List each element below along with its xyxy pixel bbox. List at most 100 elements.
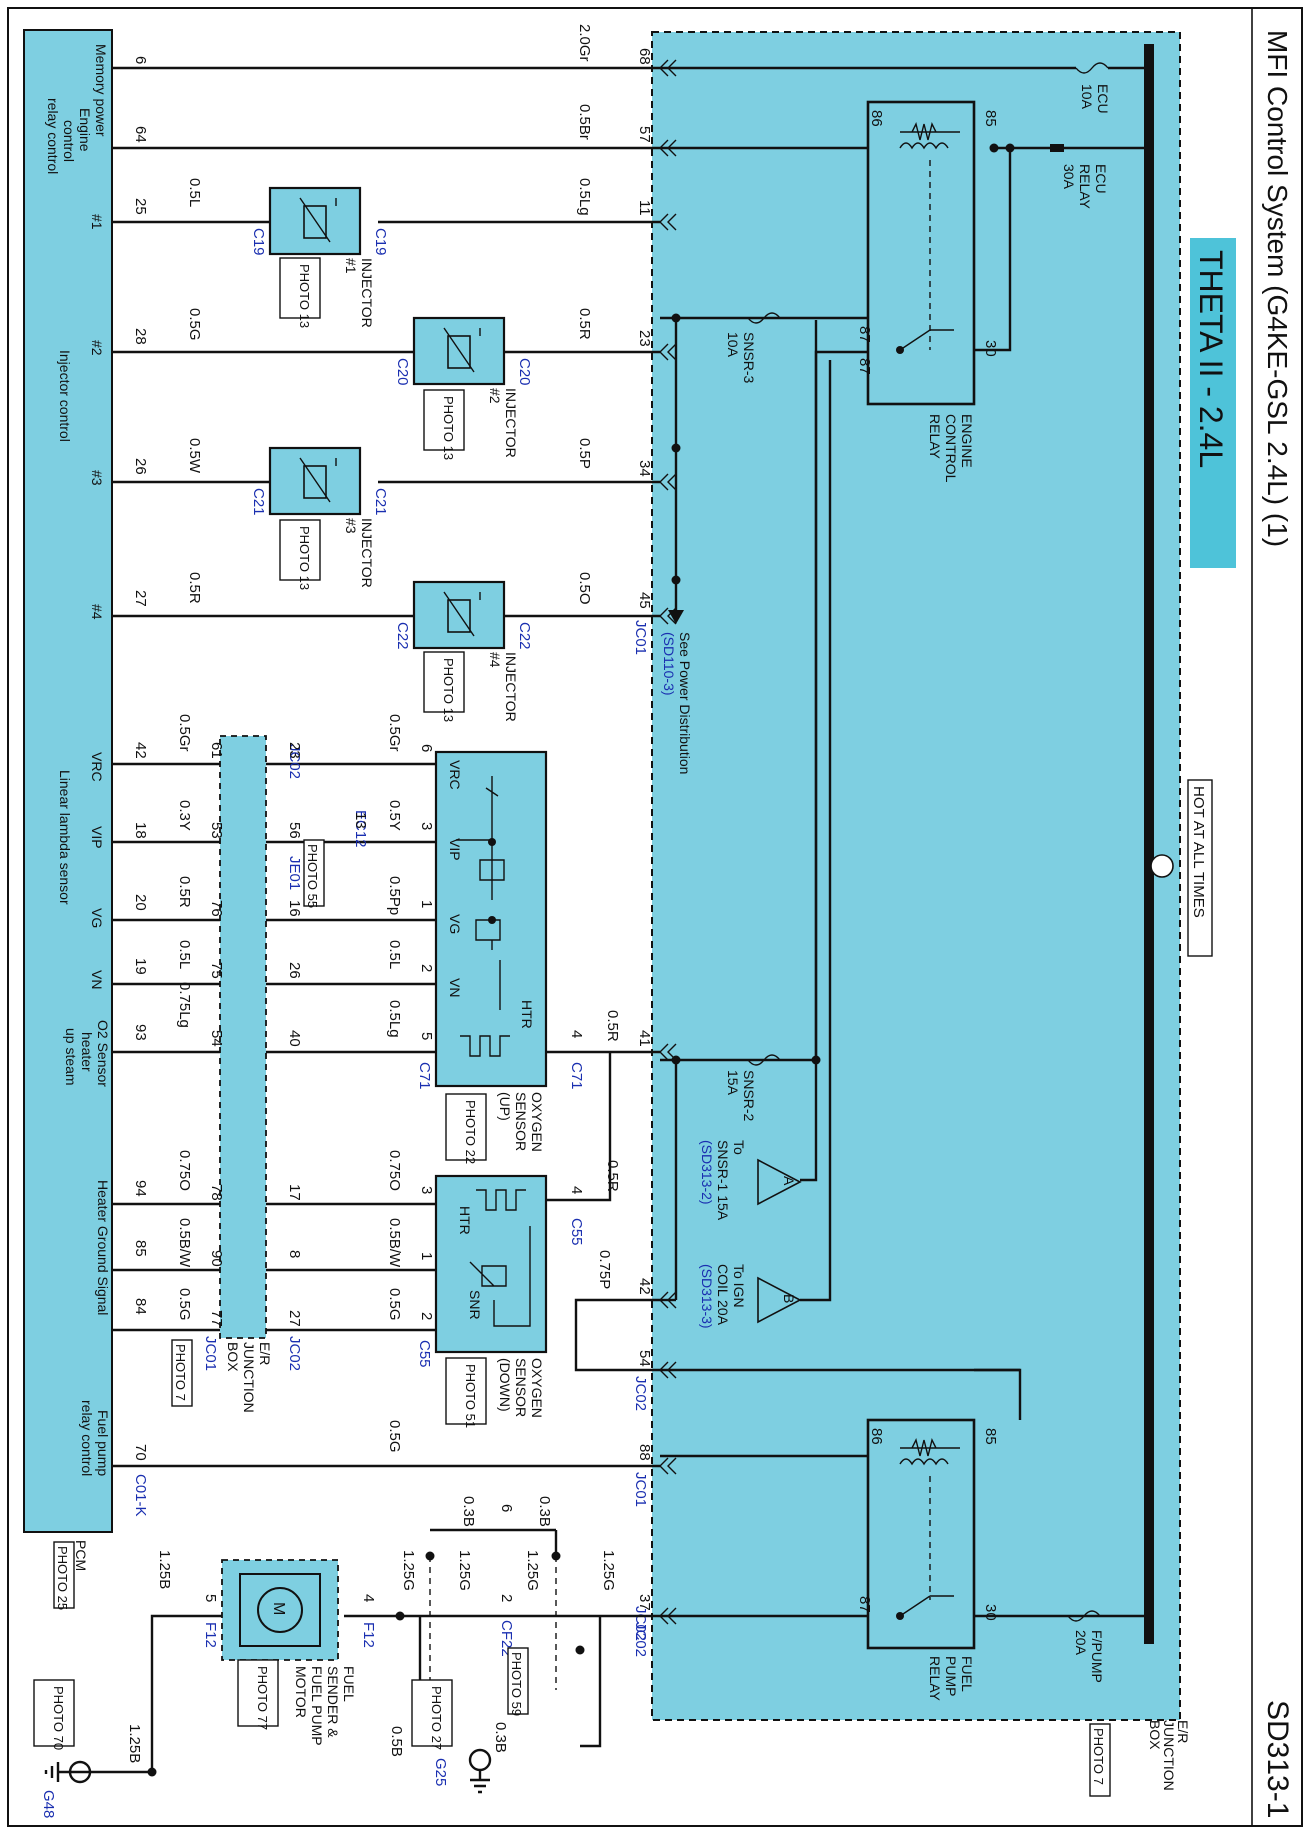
fuel-relay-pin-85: 85 [982, 1428, 999, 1445]
mid-jb-photo-text: PHOTO 7 [173, 1344, 188, 1401]
sensor-up-pin: 1 [418, 900, 435, 908]
pcm-photo [53, 1541, 75, 1609]
pcm-group-engine-2: control [61, 120, 77, 162]
sensor-up-vg: VG [447, 914, 463, 934]
wire-label: 0.5G [386, 1420, 403, 1453]
pcm-group-fuel-1: Fuel pump [95, 1410, 111, 1476]
wire-label: 0.5W [186, 438, 203, 474]
wire-label: 0.5Pp [386, 876, 403, 915]
ecu-fuse-label-1: ECU [1095, 84, 1111, 114]
pcm-pin: 28 [132, 328, 149, 345]
mid-junction-box [219, 735, 267, 1339]
injector-num: #4 [487, 652, 503, 668]
er-connector: JC01 [632, 620, 649, 655]
sensor-down-pin: 4 [568, 1186, 585, 1194]
snsr3-label-2: 10A [725, 332, 741, 358]
ground-g48-icon [44, 1760, 92, 1784]
fuel-wire-label: 1.25B [126, 1724, 143, 1763]
er-box-label-3: BOX [1147, 1720, 1163, 1750]
relay-coil [899, 1458, 949, 1466]
fuel-relay-pin-87: 87 [856, 1596, 873, 1613]
pcm-inj-pin-2: #2 [89, 340, 105, 356]
mid-jb-pin: 40 [286, 1030, 303, 1047]
injector-coil [303, 465, 327, 499]
pcm-group-engine-1: Engine [77, 108, 93, 152]
wire-label: 0.5L [386, 940, 403, 969]
er-connector: JC02 [632, 1376, 649, 1411]
wire-label: 0.5R [576, 308, 593, 340]
wire-label: 0.5G [186, 308, 203, 341]
wire-label: 0.5Lg [386, 1000, 403, 1038]
wire-label: 0.5Br [576, 104, 593, 140]
injector-photo-text: PHOTO 13 [297, 264, 312, 328]
injector-conn: C20 [394, 358, 411, 386]
fuel-relay-pin-30: 30 [982, 1604, 999, 1621]
engine-relay-label-1: ENGINE [959, 414, 975, 468]
relay-pin-87b: 87 [856, 358, 873, 375]
injector-photo [279, 257, 321, 319]
to-b-2: COIL 20A [715, 1264, 731, 1326]
mid-jb-pin: 16 [286, 900, 303, 917]
mid-jb-pin: 53 [208, 822, 225, 839]
injector-4: INJECTOR #4 PHOTO 13 C22 C22 [394, 580, 533, 722]
mid-jb-photo55 [303, 839, 325, 907]
er-box-label-2: JUNCTION [1161, 1720, 1177, 1791]
fuel-wire-label: 0.3B [536, 1496, 553, 1527]
to-b-feed [800, 360, 832, 1302]
photo70-box [33, 1679, 75, 1747]
pcm-group-lambda: Linear lambda sensor [57, 770, 73, 905]
sensor-down-conn: C55 [568, 1218, 585, 1246]
fuel-relay-label-3: RELAY [927, 1656, 943, 1702]
see-power-arrow [668, 610, 684, 624]
relay-pin-86: 86 [868, 110, 885, 127]
sensor-down-pin: 1 [418, 1252, 435, 1260]
ground-g25-icon [468, 1748, 492, 1794]
ecu-relay-label-2: RELAY [1077, 164, 1093, 210]
injector-symbol [299, 197, 337, 243]
ground-g25: G25 [432, 1758, 449, 1786]
mid-jb-pin: 17 [286, 1184, 303, 1201]
hot-label-box [1187, 779, 1213, 957]
mid-jb-pin: 77 [208, 1310, 225, 1327]
to-a-1: To [731, 1140, 747, 1155]
pcm-group-injector: Injector control [57, 350, 73, 442]
injector-conn: C21 [250, 488, 267, 516]
fuel-wire-label: 1.25G [524, 1550, 541, 1591]
injector-num: #2 [487, 388, 503, 404]
mid-jb-pin: 56 [286, 822, 303, 839]
er-pin: 37 [636, 1594, 653, 1611]
junction-dot [395, 1611, 405, 1621]
injector-coil [447, 599, 471, 633]
mid-jb-label-1: E/R [257, 1342, 273, 1365]
junction-dot [671, 575, 681, 585]
injector-symbol [443, 327, 481, 373]
junction-dot [989, 143, 999, 153]
to-a-feed [800, 320, 818, 1182]
mid-jb-label-2: JUNCTION [241, 1342, 257, 1413]
wire-sensor-power [546, 1050, 660, 1202]
fuel-wire-label: 1.25G [600, 1550, 617, 1591]
wire-label: 0.5Gr [176, 714, 193, 752]
relay-resistor [900, 121, 960, 141]
injector-photo-text: PHOTO 13 [441, 396, 456, 460]
fuel-wire-label: 0.3B [460, 1496, 477, 1527]
relay-30-feed [974, 148, 1012, 352]
junction-dot [488, 916, 496, 924]
sensor-up-name-1: OXYGEN [529, 1092, 545, 1152]
snsr2-label-2: 15A [725, 1070, 741, 1096]
injector-photo [423, 651, 465, 713]
mid-jb-pin: 76 [208, 900, 225, 917]
er-connector: JC02 [632, 1606, 649, 1641]
junction-dot [488, 838, 496, 846]
pcm-inj-pin-4: #4 [89, 604, 105, 620]
hot-label: HOT AT ALL TIMES [1190, 786, 1207, 918]
photo59-box [507, 1647, 529, 1715]
mid-jb-conn: JC02 [286, 1336, 303, 1371]
mid-jb-pin: 75 [208, 962, 225, 979]
pcm-pin: 6 [132, 56, 149, 64]
wire-label: 0.3Y [176, 800, 193, 831]
ecu-fuse-label-2: 10A [1079, 84, 1095, 110]
wire-label: 0.5R [186, 572, 203, 604]
engine-control-relay [866, 100, 976, 406]
to-b-1: To IGN [731, 1264, 747, 1308]
